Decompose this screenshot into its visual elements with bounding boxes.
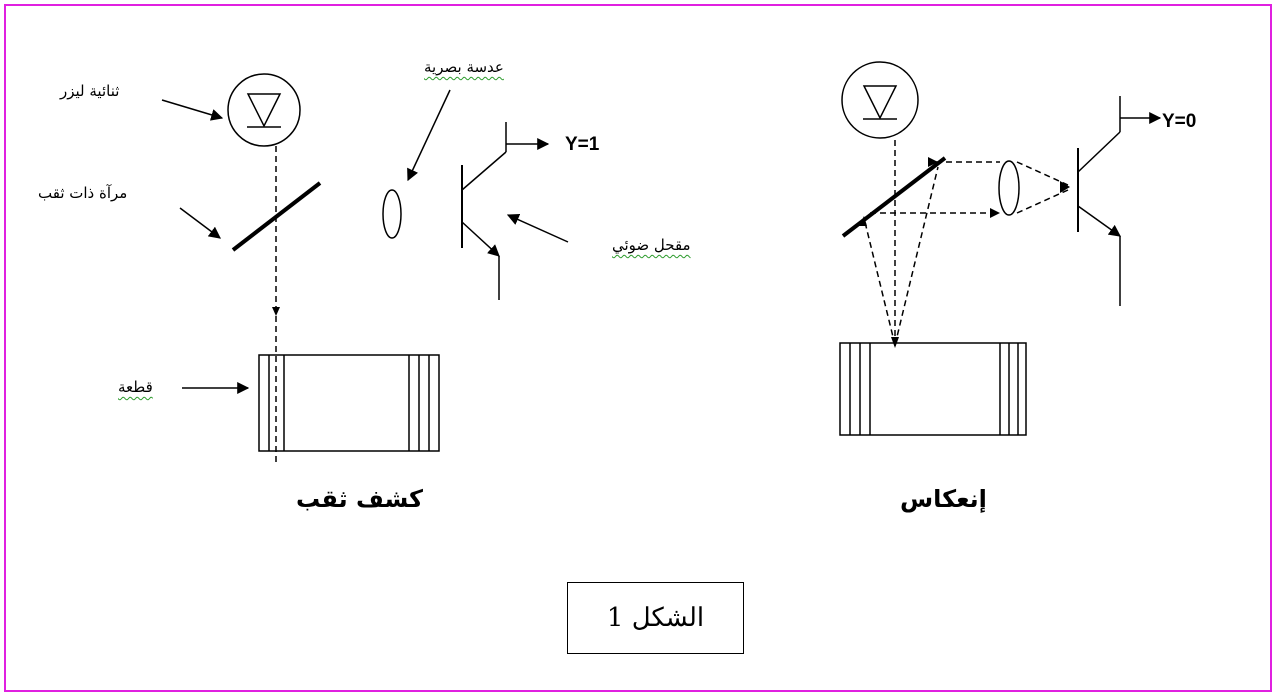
figure-frame: [4, 4, 1272, 692]
output-y1: Y=1: [565, 134, 600, 155]
label-perforated-mirror: مرآة ذات ثقب: [38, 184, 128, 202]
pointer-mirror: [179, 207, 221, 239]
phototransistor-right: [1077, 96, 1162, 306]
laser-diode-right: [841, 61, 919, 139]
beam-arrowhead-right-2: [928, 157, 938, 167]
label-phototransistor: مقحل ضوئي: [612, 236, 691, 254]
title-reflection: إنعكاس: [900, 485, 987, 513]
output-y0: Y=0: [1162, 111, 1197, 132]
reflected-beams: [863, 140, 1069, 348]
workpiece-left: [258, 354, 440, 452]
beam-arrowhead-right-4: [1060, 181, 1070, 193]
optical-lens-left: [382, 189, 402, 239]
pointer-phototransistor: [506, 213, 569, 243]
pointer-laser-diode: [161, 99, 224, 121]
label-laser-diode: ثنائية ليزر: [60, 82, 120, 100]
figure-caption-box: الشكل 1: [567, 582, 744, 654]
pointer-lens: [407, 89, 451, 182]
mirror-right: [841, 156, 947, 238]
label-optical-lens: عدسة بصرية: [424, 58, 504, 76]
beam-arrowhead-right-5: [859, 216, 867, 226]
laser-diode-left: [227, 73, 301, 147]
beam-arrowhead-left: [272, 307, 280, 316]
workpiece-right: [839, 342, 1027, 436]
phototransistor-left: [461, 122, 550, 300]
optical-lens-right: [998, 160, 1020, 216]
figure-caption: الشكل 1: [606, 603, 705, 633]
beam-arrowhead-right-3: [990, 208, 1000, 218]
label-part: قطعة: [118, 378, 153, 396]
title-hole-detection: كشف ثقب: [296, 485, 424, 513]
